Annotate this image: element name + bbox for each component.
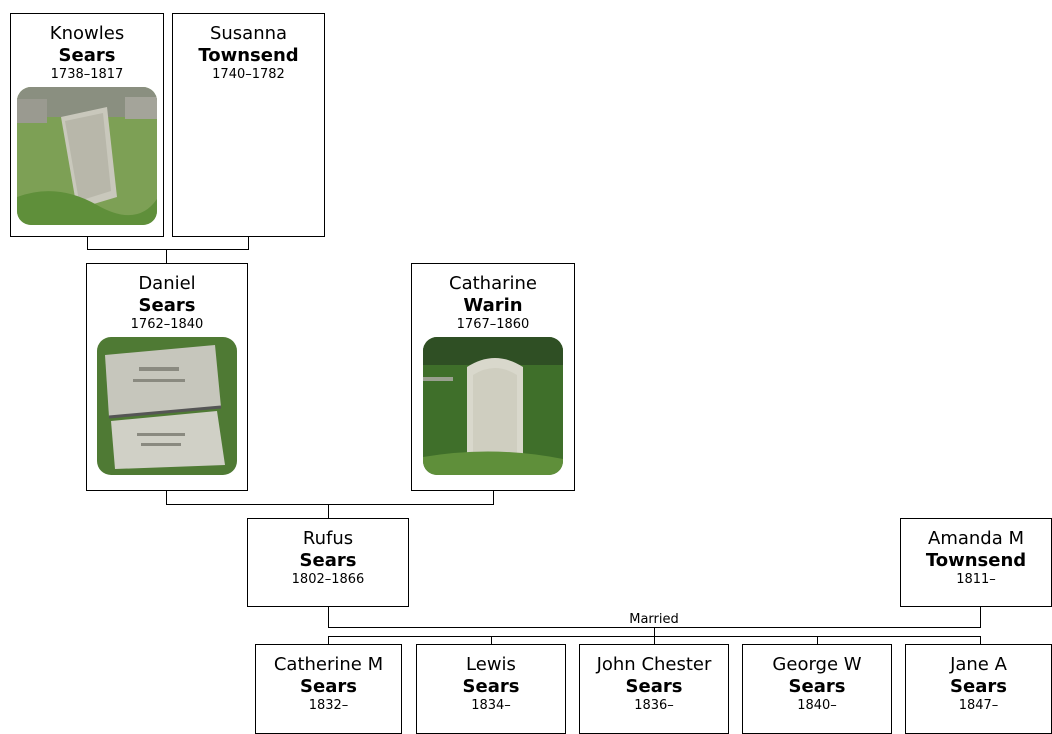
given-name: Catherine M bbox=[273, 654, 384, 675]
given-name: Lewis bbox=[466, 654, 516, 675]
child-card[interactable]: George W Sears 1840– bbox=[742, 644, 892, 734]
life-dates: 1738–1817 bbox=[50, 67, 124, 82]
connector-line bbox=[654, 627, 655, 636]
person-card-amanda-townsend[interactable]: Amanda M Townsend 1811– bbox=[900, 518, 1052, 607]
connector-line bbox=[493, 491, 494, 504]
life-dates: 1811– bbox=[956, 572, 996, 587]
connector-line bbox=[980, 607, 981, 627]
connector-line bbox=[166, 249, 167, 263]
surname: Townsend bbox=[198, 45, 299, 66]
grave-photo-icon[interactable] bbox=[97, 337, 237, 475]
given-name: Catharine bbox=[449, 273, 537, 294]
life-dates: 1802–1866 bbox=[291, 572, 365, 587]
given-name: John Chester bbox=[596, 654, 712, 675]
person-card-rufus-sears[interactable]: Rufus Sears 1802–1866 bbox=[247, 518, 409, 607]
life-dates: 1740–1782 bbox=[212, 67, 285, 82]
surname: Sears bbox=[138, 295, 196, 316]
life-dates: 1832– bbox=[308, 698, 349, 713]
life-dates: 1834– bbox=[471, 698, 511, 713]
grave-photo-icon[interactable] bbox=[423, 337, 563, 475]
child-card[interactable]: Lewis Sears 1834– bbox=[416, 644, 566, 734]
surname: Warin bbox=[463, 295, 523, 316]
connector-line bbox=[328, 636, 329, 644]
given-name: Daniel bbox=[138, 273, 196, 294]
connector-line bbox=[248, 237, 249, 249]
surname: Sears bbox=[788, 676, 846, 697]
surname: Sears bbox=[462, 676, 520, 697]
connector-line bbox=[817, 636, 818, 644]
connector-line bbox=[328, 607, 329, 627]
person-card-susanna-townsend[interactable]: Susanna Townsend 1740–1782 bbox=[172, 13, 325, 237]
connector-line bbox=[654, 636, 655, 644]
child-card[interactable]: Catherine M Sears 1832– bbox=[255, 644, 402, 734]
life-dates: 1762–1840 bbox=[130, 317, 204, 332]
married-label: Married bbox=[629, 612, 679, 627]
connector-line bbox=[491, 636, 492, 644]
grave-photo-icon[interactable] bbox=[17, 87, 157, 225]
surname: Sears bbox=[300, 676, 357, 697]
connector-line bbox=[87, 249, 249, 250]
given-name: Knowles bbox=[49, 23, 125, 44]
life-dates: 1840– bbox=[797, 698, 837, 713]
given-name: Susanna bbox=[209, 23, 288, 44]
connector-line bbox=[980, 636, 981, 644]
child-card[interactable]: Jane A Sears 1847– bbox=[905, 644, 1052, 734]
person-card-knowles-sears[interactable]: Knowles Sears 1738–1817 bbox=[10, 13, 164, 237]
given-name: Rufus bbox=[302, 528, 354, 549]
given-name: George W bbox=[772, 654, 862, 675]
connector-line bbox=[166, 491, 167, 504]
child-card[interactable]: John Chester Sears 1836– bbox=[579, 644, 729, 734]
life-dates: 1836– bbox=[634, 698, 674, 713]
life-dates: 1847– bbox=[958, 698, 999, 713]
person-card-catharine-warin[interactable]: Catharine Warin 1767–1860 bbox=[411, 263, 575, 491]
surname: Townsend bbox=[925, 550, 1027, 571]
surname: Sears bbox=[299, 550, 357, 571]
surname: Sears bbox=[58, 45, 116, 66]
life-dates: 1767–1860 bbox=[456, 317, 530, 332]
connector-line bbox=[328, 504, 329, 518]
connector-line bbox=[166, 504, 494, 505]
given-name: Jane A bbox=[950, 654, 1007, 675]
surname: Sears bbox=[950, 676, 1007, 697]
person-card-daniel-sears[interactable]: Daniel Sears 1762–1840 bbox=[86, 263, 248, 491]
connector-line bbox=[87, 237, 88, 249]
given-name: Amanda M bbox=[928, 528, 1024, 549]
surname: Sears bbox=[625, 676, 683, 697]
